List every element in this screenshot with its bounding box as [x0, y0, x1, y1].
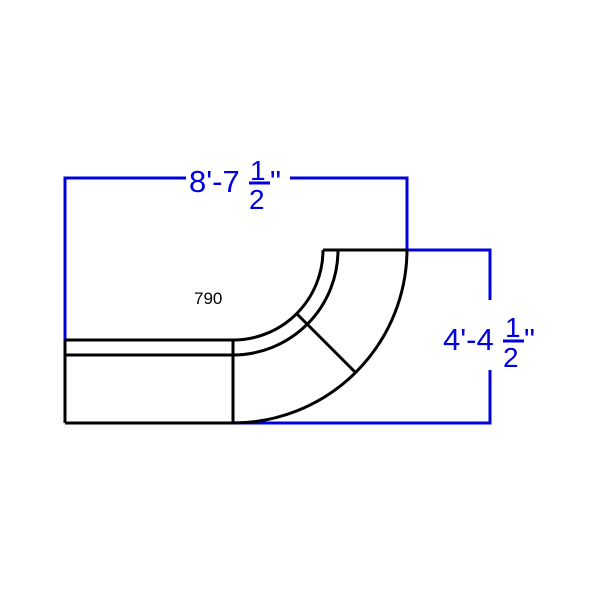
width-dimension-label: 8'-7 1 2 " — [189, 155, 281, 215]
curved-section-back-arc — [232, 249, 325, 342]
curved-section-divider — [295, 312, 358, 375]
depth-dimension-label: 4'-4 1 2 " — [443, 312, 535, 373]
width-fraction-denominator: 2 — [249, 184, 265, 215]
depth-fraction-numerator: 1 — [505, 312, 521, 343]
depth-fraction-denominator: 2 — [503, 342, 519, 373]
depth-feet-inches: 4'-4 — [443, 322, 494, 357]
model-number-label: 790 — [194, 289, 222, 308]
dimension-lines — [63, 176, 492, 425]
width-inch-mark: " — [270, 164, 281, 199]
width-feet-inches: 8'-7 — [189, 164, 240, 199]
depth-label-bg — [440, 300, 540, 370]
sofa-outline — [63, 248, 409, 425]
depth-inch-mark: " — [524, 322, 535, 357]
width-fraction-numerator: 1 — [250, 155, 266, 186]
width-label-bg — [186, 160, 290, 212]
